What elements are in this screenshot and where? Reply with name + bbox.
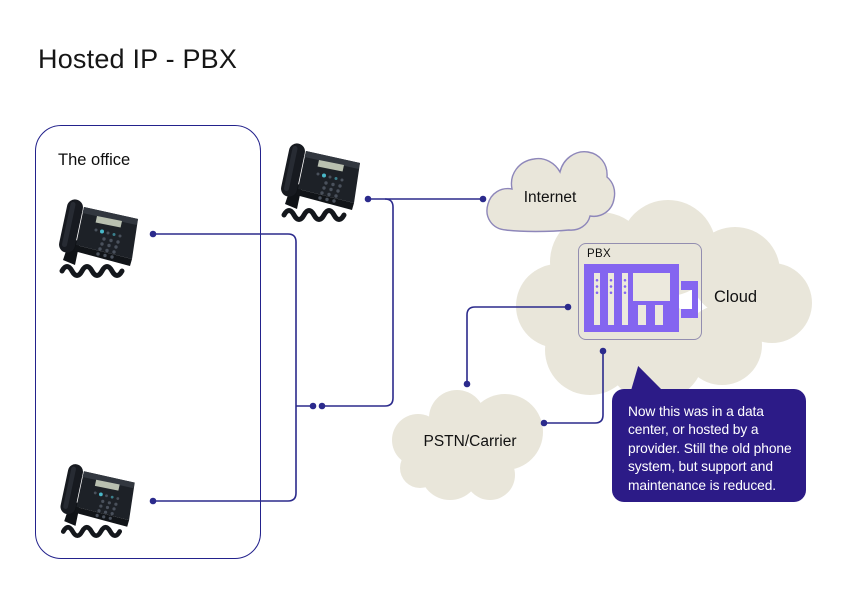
desk-phone-icon [50,193,150,281]
pbx-line-card [608,273,614,325]
pbx-module [655,305,663,325]
pbx-label: PBX [587,248,611,260]
pbx-display-panel [633,273,670,301]
callout-bubble: Now this was in a data center, or hosted… [612,389,806,502]
desk-phone-icon [52,458,146,541]
connector-junction-to-internet-line [322,198,394,407]
pstn-cloud-label: PSTN/Carrier [423,433,517,450]
cloud-label: Cloud [714,288,758,306]
desk-phone-icon [272,137,372,225]
office-label: The office [58,151,131,169]
pbx-line-card [594,273,600,325]
pbx-module [638,305,646,325]
pbx-box: PBX [578,243,702,340]
connector-pstn-to-pbx [466,306,568,384]
internet-cloud-label: Internet [523,189,577,206]
pbx-line-card [622,273,628,325]
callout-text: Now this was in a data center, or hosted… [628,404,792,493]
page-title: Hosted IP - PBX [38,44,238,74]
connector-pstn-to-cloud [544,351,604,424]
pbx-switch-icon [584,264,679,332]
handset-icon [681,281,698,318]
